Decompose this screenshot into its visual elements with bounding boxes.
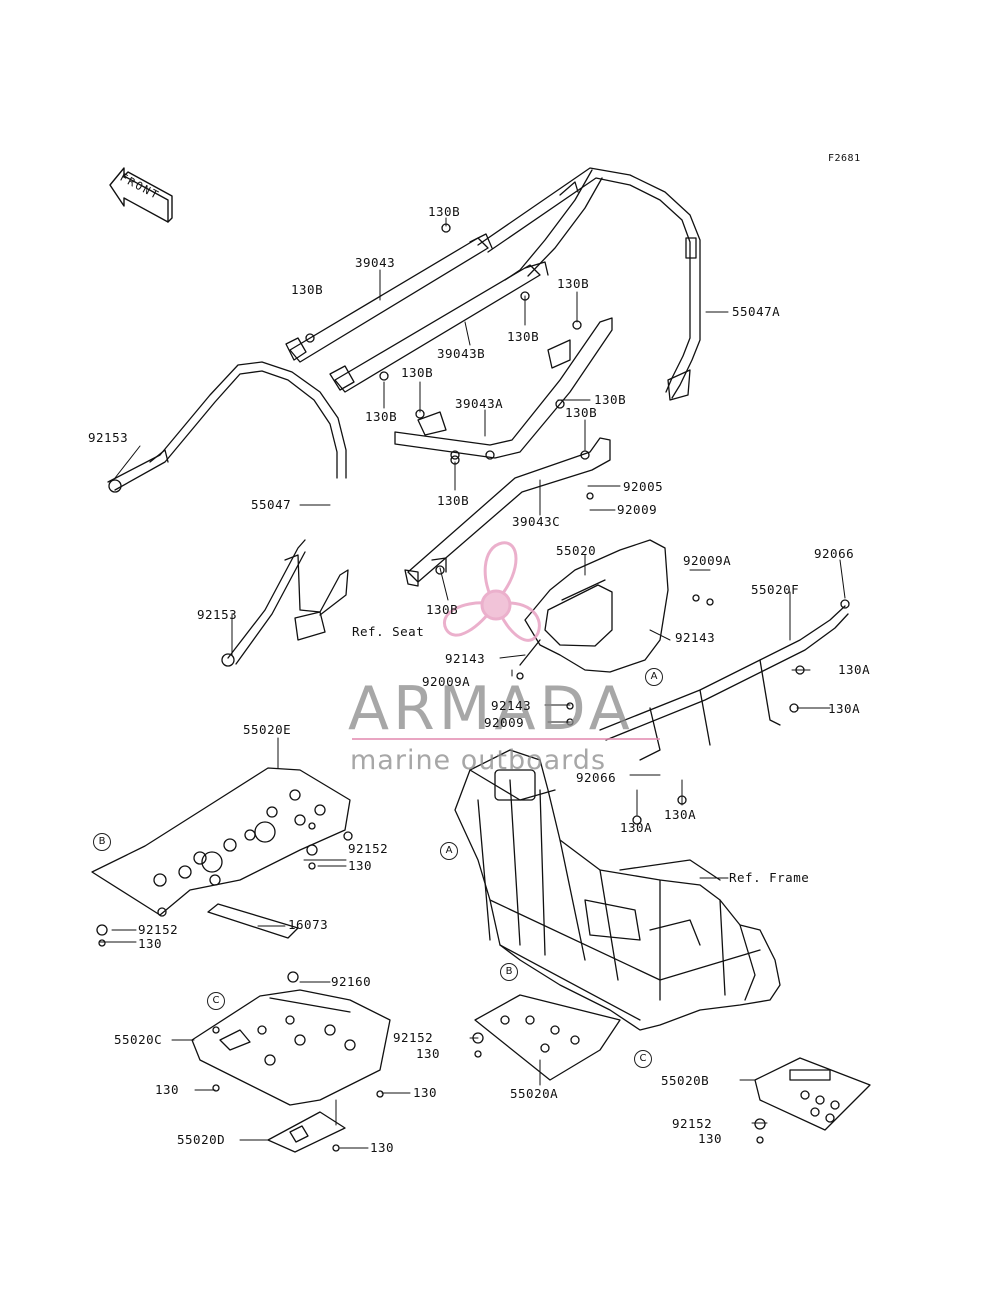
roll-bar-55047A [477, 167, 701, 401]
bar-55020F [599, 599, 850, 761]
part-label: 92005 [623, 479, 664, 494]
part-label: 92009 [617, 502, 658, 517]
marker-a: A [440, 842, 458, 860]
part-label: 39043 [355, 255, 396, 270]
part-label: 130A [828, 701, 861, 716]
part-label: 55020F [751, 582, 800, 597]
part-label: 130A [620, 820, 653, 835]
part-label: 55047 [251, 497, 292, 512]
front-arrow-icon [109, 167, 173, 223]
main-frame [454, 749, 781, 1031]
cross-bar-39043C [404, 437, 611, 587]
watermark-tagline: marine outboards [350, 745, 607, 776]
part-label: 92143 [491, 698, 532, 713]
part-label: 92009 [484, 715, 525, 730]
part-label: 130 [413, 1085, 438, 1100]
marker-b: B [93, 833, 111, 851]
marker-a: A [645, 668, 663, 686]
marker-c: C [634, 1050, 652, 1068]
part-label: 39043A [455, 396, 504, 411]
part-label: 92009A [422, 674, 471, 689]
part-label: 39043B [437, 346, 486, 361]
part-label: 130B [557, 276, 590, 291]
part-label: 130A [664, 807, 697, 822]
cross-bar-39043 [285, 233, 493, 363]
part-label: 130 [416, 1046, 441, 1061]
skid-plate-55020B [754, 1057, 871, 1131]
part-label: 130B [428, 204, 461, 219]
part-label: 130B [291, 282, 324, 297]
part-label: 130 [155, 1082, 180, 1097]
part-label: 92153 [197, 607, 238, 622]
part-label: 55020A [510, 1086, 559, 1101]
leader-lines [99, 217, 846, 1149]
part-label: 55020D [177, 1132, 226, 1147]
part-label: 92152 [138, 922, 179, 937]
skid-plate-55020C [191, 971, 391, 1106]
part-label: 55020B [661, 1073, 710, 1088]
part-label: 130B [401, 365, 434, 380]
part-label: 130B [437, 493, 470, 508]
skid-plate-55020D [267, 1111, 346, 1153]
part-label: 130A [838, 662, 871, 677]
cross-bar-39043A [394, 317, 613, 460]
watermark-brand: ARMADA [348, 674, 634, 744]
part-label: 130B [565, 405, 598, 420]
seat-cover-55020 [519, 539, 669, 673]
part-label: 92066 [814, 546, 855, 561]
part-label: 92152 [393, 1030, 434, 1045]
cross-bar-39043B [329, 261, 549, 393]
watermark-divider [352, 738, 660, 740]
part-label: 92153 [88, 430, 129, 445]
part-label: 130 [138, 936, 163, 951]
plate-16073 [207, 903, 299, 939]
part-label: 130 [348, 858, 373, 873]
fasteners [96, 223, 805, 1152]
part-label: 92152 [348, 841, 389, 856]
ref-frame-label: Ref. Frame [729, 870, 810, 885]
part-label: 55020E [243, 722, 292, 737]
part-label: 130B [594, 392, 627, 407]
marker-b: B [500, 963, 518, 981]
part-label: 55020 [556, 543, 597, 558]
skid-plate-55020A [474, 994, 621, 1081]
seat-bracket [221, 539, 349, 667]
figure-code: F2681 [828, 153, 861, 164]
part-label: 92152 [672, 1116, 713, 1131]
roll-bar-55047 [107, 361, 347, 493]
part-label: 92160 [331, 974, 372, 989]
part-label: 130 [370, 1140, 395, 1155]
watermark-propeller-icon [442, 541, 541, 642]
marker-c: C [207, 992, 225, 1010]
part-label: 130B [426, 602, 459, 617]
part-label: 92009A [683, 553, 732, 568]
part-label: 92143 [675, 630, 716, 645]
part-label: 130 [698, 1131, 723, 1146]
part-label: 92143 [445, 651, 486, 666]
ref-seat-label: Ref. Seat [352, 624, 425, 639]
part-label: 16073 [288, 917, 329, 932]
part-label: 55020C [114, 1032, 163, 1047]
part-label: 39043C [512, 514, 561, 529]
part-label: 130B [507, 329, 540, 344]
skid-plate-55020E [91, 767, 353, 917]
part-label: 92066 [576, 770, 617, 785]
part-label: 55047A [732, 304, 781, 319]
part-label: 130B [365, 409, 398, 424]
